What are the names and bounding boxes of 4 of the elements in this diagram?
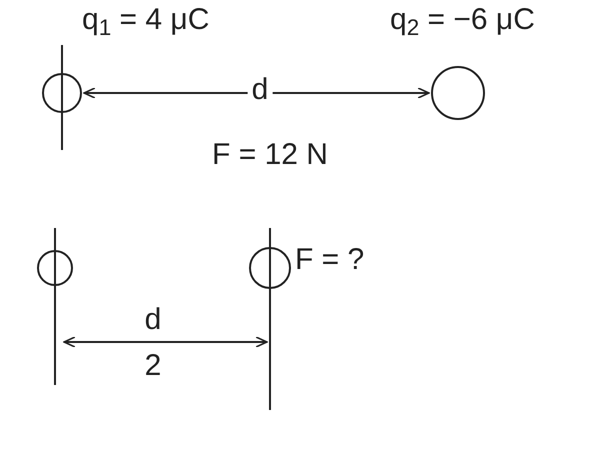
arrow — [83, 87, 430, 99]
charge-label: q$_{2}$ = −6 μC — [390, 5, 535, 35]
charge-label: q$_{1}$ = 4 μC — [82, 5, 210, 35]
charge-label: F = ? — [295, 245, 364, 275]
